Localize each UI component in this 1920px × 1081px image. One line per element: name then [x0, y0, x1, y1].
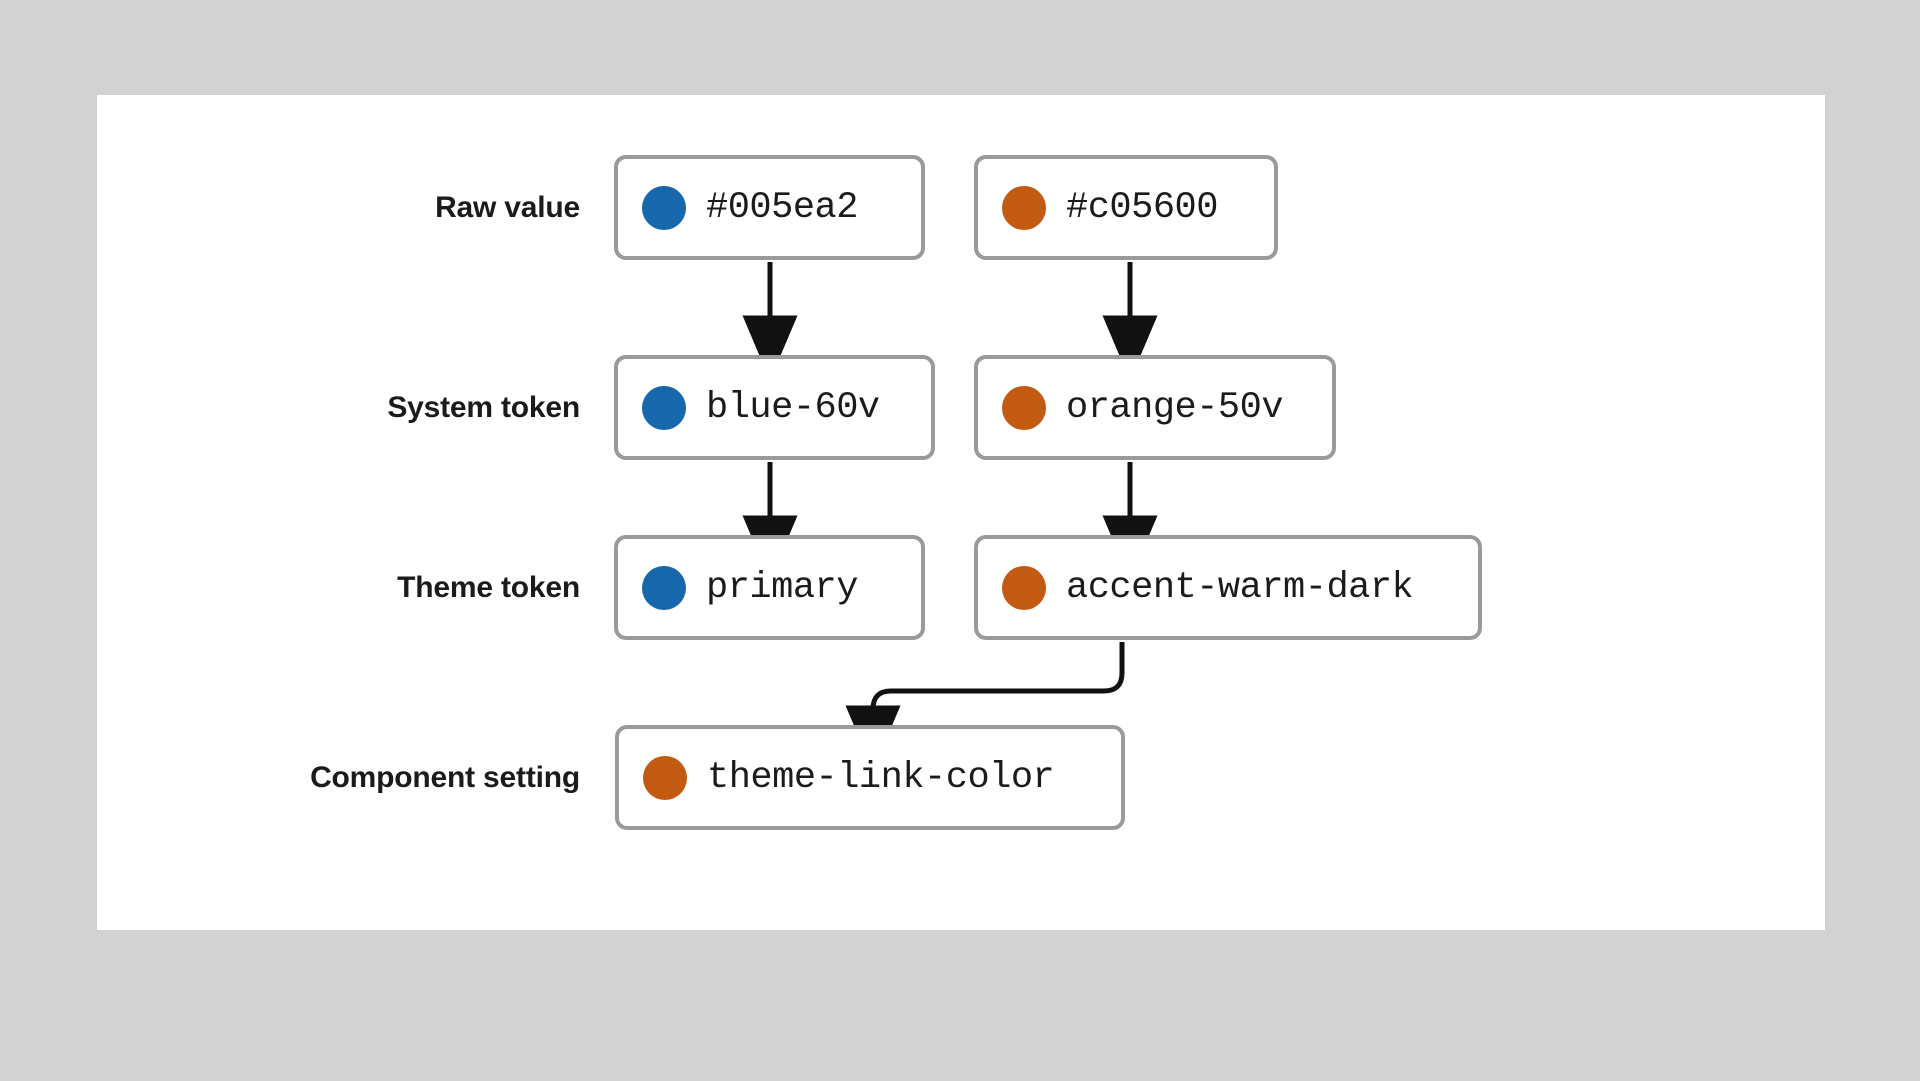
node-label-system-orange: orange-50v — [1066, 386, 1284, 429]
node-label-component-setting: theme-link-color — [707, 756, 1055, 799]
node-system-token-blue[interactable]: blue-60v — [614, 355, 935, 460]
row-label-system-token: System token — [387, 391, 580, 424]
node-raw-value-orange[interactable]: #c05600 — [974, 155, 1278, 260]
blue-color-swatch — [642, 565, 686, 610]
token-inheritance-diagram: Raw value #005ea2 #c05600 System token b… — [97, 95, 1825, 930]
node-label-raw-orange: #c05600 — [1066, 186, 1218, 229]
node-label-raw-blue: #005ea2 — [706, 186, 858, 229]
diagram-canvas: Raw value #005ea2 #c05600 System token b… — [97, 95, 1825, 930]
arrow-theme-to-component — [845, 642, 1125, 771]
node-label-theme-orange: accent-warm-dark — [1066, 566, 1414, 609]
node-label-theme-blue: primary — [706, 566, 858, 609]
row-label-raw-value: Raw value — [435, 191, 580, 224]
node-theme-token-blue[interactable]: primary — [614, 535, 925, 640]
node-theme-token-orange[interactable]: accent-warm-dark — [974, 535, 1482, 640]
orange-color-swatch — [643, 755, 687, 800]
row-label-theme-token: Theme token — [397, 571, 580, 604]
node-system-token-orange[interactable]: orange-50v — [974, 355, 1336, 460]
orange-color-swatch — [1002, 185, 1046, 230]
blue-color-swatch — [642, 185, 686, 230]
orange-color-swatch — [1002, 385, 1046, 430]
blue-color-swatch — [642, 385, 686, 430]
row-label-component-setting: Component setting — [310, 761, 580, 794]
node-component-setting-orange[interactable]: theme-link-color — [615, 725, 1125, 830]
node-raw-value-blue[interactable]: #005ea2 — [614, 155, 925, 260]
orange-color-swatch — [1002, 565, 1046, 610]
node-label-system-blue: blue-60v — [706, 386, 880, 429]
